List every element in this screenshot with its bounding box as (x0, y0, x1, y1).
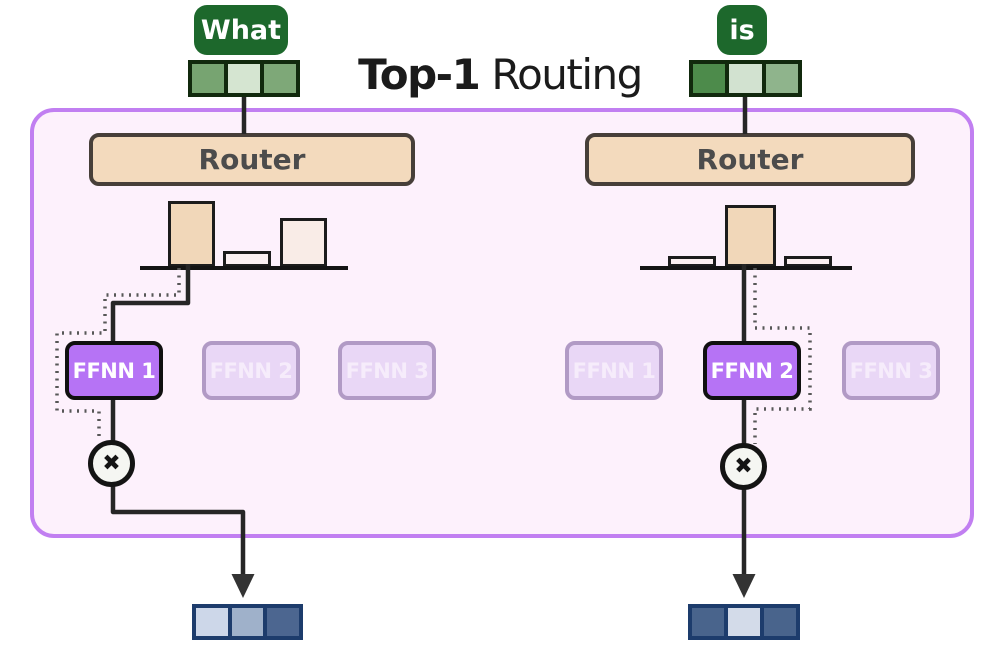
title-bold-part: Top-1 (358, 49, 481, 99)
router-probabilities-left (140, 194, 348, 270)
probability-bar (223, 251, 271, 267)
embedding-cell (264, 64, 296, 93)
embedding-cell (192, 64, 224, 93)
title-regular-part: Routing (491, 49, 643, 99)
token-embedding-what (188, 60, 300, 97)
embedding-cell (196, 608, 228, 636)
expert-ffnn1-left-selected: FFNN 1 (65, 341, 163, 400)
expert-ffnn1-right: FFNN 1 (565, 341, 663, 400)
embedding-cell (693, 64, 726, 93)
embedding-cell (728, 608, 760, 636)
expert-ffnn2-right-selected: FFNN 2 (703, 341, 801, 400)
chart-baseline (140, 266, 348, 270)
embedding-cell (231, 608, 264, 636)
expert-ffnn3-right: FFNN 3 (842, 341, 940, 400)
probability-bar (280, 218, 327, 267)
probability-bar (668, 256, 716, 267)
token-label-is: is (717, 5, 767, 55)
chart-baseline (640, 266, 852, 270)
expert-ffnn2-left: FFNN 2 (202, 341, 300, 400)
output-embedding-right (688, 604, 800, 640)
expert-ffnn3-left: FFNN 3 (338, 341, 436, 400)
embedding-cell (764, 608, 796, 636)
embedding-cell (729, 64, 762, 93)
embedding-cell (692, 608, 724, 636)
probability-bar (784, 256, 832, 267)
probability-bar (725, 205, 776, 267)
multiply-operator-right: ✖ (720, 443, 767, 490)
router-probabilities-right (640, 194, 852, 270)
probability-bar (168, 201, 215, 267)
router-right: Router (585, 133, 915, 186)
token-embedding-is (689, 60, 802, 97)
arrowhead-output-right (732, 574, 756, 598)
embedding-cell (267, 608, 300, 636)
arrowhead-output-left (231, 574, 255, 598)
output-embedding-left (192, 604, 303, 640)
embedding-cell (765, 64, 798, 93)
multiply-operator-left: ✖ (88, 440, 135, 487)
embedding-cell (228, 64, 260, 93)
token-label-what: What (194, 5, 288, 55)
router-left: Router (89, 133, 415, 186)
